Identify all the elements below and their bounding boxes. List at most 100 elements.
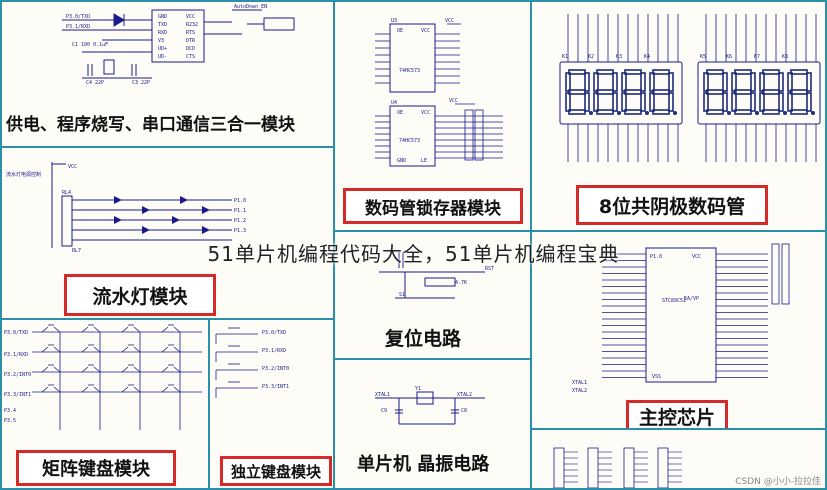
svg-text:Y1: Y1 xyxy=(415,386,421,392)
svg-text:VCC: VCC xyxy=(449,98,458,104)
svg-text:DCD: DCD xyxy=(186,46,195,52)
svg-text:XTAL1: XTAL1 xyxy=(572,380,587,386)
svg-text:K4: K4 xyxy=(644,54,650,60)
svg-text:K8: K8 xyxy=(782,54,788,60)
crystal-schematic: XTAL1 XTAL2 Y1 C9 C8 xyxy=(375,386,485,425)
svg-text:LE: LE xyxy=(421,158,427,164)
svg-text:VCC: VCC xyxy=(445,18,454,24)
connector-schematic xyxy=(553,447,682,488)
svg-text:DTR: DTR xyxy=(186,38,196,44)
svg-text:U3: U3 xyxy=(391,18,397,24)
svg-text:P3.1/RXD: P3.1/RXD xyxy=(4,352,28,358)
svg-text:P3.2/INT0: P3.2/INT0 xyxy=(262,366,289,372)
mcu-module-label: 主控芯片 xyxy=(626,400,728,428)
svg-text:P1.2: P1.2 xyxy=(234,218,246,224)
svg-text:V3: V3 xyxy=(158,38,164,44)
crystal-module-panel: XTAL1 XTAL2 Y1 C9 C8 单片机 晶振电路 xyxy=(333,358,532,490)
svg-text:P3.2/INT0: P3.2/INT0 xyxy=(4,372,31,378)
reset-module-panel: S1 4.7K RST 复位电路 xyxy=(333,230,532,360)
svg-text:GND: GND xyxy=(158,14,167,20)
svg-text:STC89C52: STC89C52 xyxy=(662,298,686,304)
svg-text:UD-: UD- xyxy=(158,54,167,60)
svg-text:VCC: VCC xyxy=(68,164,77,170)
svg-text:C3 22P: C3 22P xyxy=(132,80,150,86)
svg-text:74HC573: 74HC573 xyxy=(399,138,420,144)
svg-text:C1 100 0.1uF: C1 100 0.1uF xyxy=(72,42,108,48)
svg-text:GND: GND xyxy=(397,158,406,164)
svg-text:K1: K1 xyxy=(562,54,568,60)
svg-text:P3.3/INT1: P3.3/INT1 xyxy=(4,392,31,398)
svg-text:CTS: CTS xyxy=(186,54,195,60)
svg-text:P3.0/TXD: P3.0/TXD xyxy=(262,330,286,336)
svg-text:EA/VP: EA/VP xyxy=(684,296,699,302)
svg-text:XTAL2: XTAL2 xyxy=(457,392,472,398)
svg-text:P3.1/RXD: P3.1/RXD xyxy=(66,24,90,30)
svg-text:RXD: RXD xyxy=(158,30,167,36)
power-module-label: 供电、程序烧写、串口通信三合一模块 xyxy=(6,115,295,135)
independent-keypad-label: 独立键盘模块 xyxy=(220,456,332,486)
svg-text:4.7K: 4.7K xyxy=(455,280,467,286)
led-module-label: 流水灯模块 xyxy=(64,274,216,316)
svg-text:XTAL2: XTAL2 xyxy=(572,388,587,394)
svg-text:VCC: VCC xyxy=(692,254,701,260)
svg-text:K5: K5 xyxy=(700,54,706,60)
svg-text:R232: R232 xyxy=(186,22,198,28)
connector-panel xyxy=(530,428,827,490)
svg-text:VSS: VSS xyxy=(652,374,661,380)
svg-text:流水灯电源控制: 流水灯电源控制 xyxy=(6,171,41,178)
svg-text:C9: C9 xyxy=(381,408,387,414)
svg-text:U4: U4 xyxy=(391,100,397,106)
svg-text:C8: C8 xyxy=(461,408,467,414)
svg-text:P1.1: P1.1 xyxy=(234,208,246,214)
svg-text:P1.0: P1.0 xyxy=(234,198,246,204)
svg-text:RST: RST xyxy=(485,266,494,272)
svg-text:P3.1/RXD: P3.1/RXD xyxy=(262,348,286,354)
svg-text:UD+: UD+ xyxy=(158,46,167,52)
svg-text:XTAL1: XTAL1 xyxy=(375,392,390,398)
svg-text:OE: OE xyxy=(397,110,403,116)
matrix-keypad-label: 矩阵键盘模块 xyxy=(16,450,176,486)
svg-text:VCC: VCC xyxy=(421,28,430,34)
svg-text:74HC573: 74HC573 xyxy=(399,68,420,74)
svg-text:K3: K3 xyxy=(616,54,622,60)
reset-schematic: S1 4.7K RST xyxy=(379,252,494,299)
display-module-label: 8位共阴极数码管 xyxy=(576,185,768,225)
svg-text:RL4: RL4 xyxy=(62,190,71,196)
svg-text:S1: S1 xyxy=(399,292,405,298)
svg-text:K6: K6 xyxy=(726,54,732,60)
display-module-panel: K1 K2 K3 K4 K5 K6 K7 K8 8位共阴极数码管 xyxy=(530,0,827,232)
svg-text:P3.3/INT1: P3.3/INT1 xyxy=(262,384,289,390)
reset-module-label: 复位电路 xyxy=(385,328,462,350)
svg-text:P3.0/TXD: P3.0/TXD xyxy=(66,14,90,20)
svg-text:TXD: TXD xyxy=(158,22,167,28)
svg-text:P1.3: P1.3 xyxy=(234,228,246,234)
svg-text:P3.4: P3.4 xyxy=(4,408,16,414)
watermark: CSDN @小小-拉拉佳 xyxy=(735,477,821,487)
svg-text:P3.0/TXD: P3.0/TXD xyxy=(4,330,28,336)
svg-text:RL7: RL7 xyxy=(72,248,81,254)
svg-text:K7: K7 xyxy=(754,54,760,60)
svg-text:RTS: RTS xyxy=(186,30,195,36)
crystal-module-label: 单片机 晶振电路 xyxy=(357,454,490,475)
svg-text:P3.5: P3.5 xyxy=(4,418,16,424)
svg-text:OE: OE xyxy=(397,28,403,34)
latch-module-label: 数码管锁存器模块 xyxy=(343,188,523,224)
svg-text:P1.0: P1.0 xyxy=(650,254,662,260)
display-schematic: K1 K2 K3 K4 K5 K6 K7 K8 xyxy=(559,14,821,162)
svg-text:K2: K2 xyxy=(588,54,594,60)
svg-text:VCC: VCC xyxy=(186,14,195,20)
svg-text:VCC: VCC xyxy=(421,110,430,116)
overlay-title: 51单片机编程代码大全，51单片机编程宝典 xyxy=(207,242,620,266)
svg-text:C4 22P: C4 22P xyxy=(86,80,104,86)
